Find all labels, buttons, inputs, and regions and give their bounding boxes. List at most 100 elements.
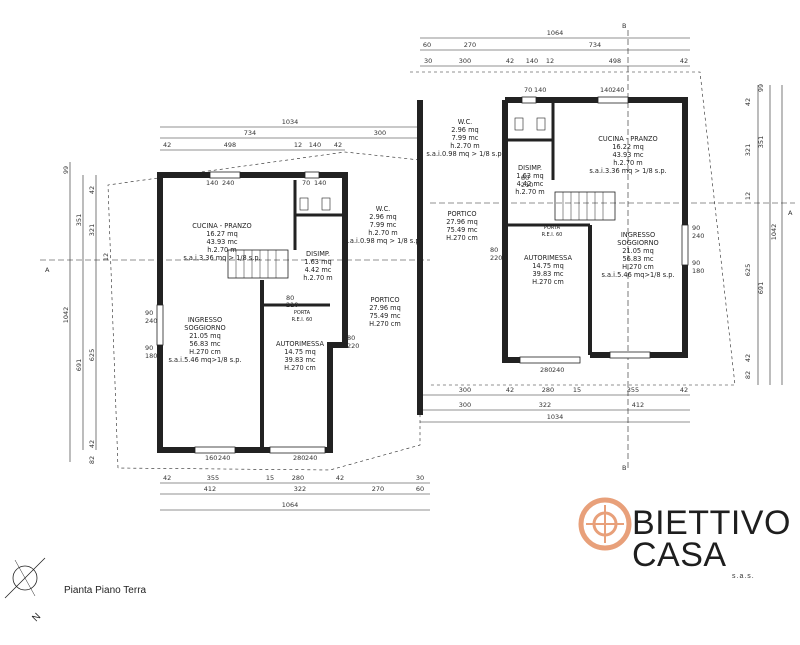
svg-text:SOGGIORNO: SOGGIORNO [617, 239, 658, 247]
svg-text:16.27 mq: 16.27 mq [206, 230, 238, 238]
svg-text:42: 42 [163, 474, 171, 482]
svg-text:14.75 mq: 14.75 mq [532, 262, 564, 270]
svg-text:42: 42 [744, 98, 752, 106]
svg-text:12: 12 [294, 141, 302, 149]
svg-text:21.05 mq: 21.05 mq [189, 332, 221, 340]
svg-text:240: 240 [305, 454, 317, 462]
svg-text:90: 90 [692, 259, 700, 267]
svg-text:h.2.70 m: h.2.70 m [207, 246, 236, 254]
logo-text-casa: CASA [632, 536, 727, 574]
svg-text:4.42 mc: 4.42 mc [517, 180, 544, 188]
svg-text:355: 355 [207, 474, 219, 482]
svg-text:140: 140 [534, 86, 546, 94]
svg-text:498: 498 [224, 141, 236, 149]
svg-text:99: 99 [757, 84, 765, 92]
plan-caption: Pianta Piano Terra [64, 585, 147, 596]
svg-text:180: 180 [145, 352, 157, 360]
svg-text:AUTORIMESSA: AUTORIMESSA [524, 254, 572, 262]
svg-text:12: 12 [102, 253, 110, 261]
svg-text:W.C.: W.C. [376, 205, 391, 213]
svg-text:280: 280 [293, 454, 305, 462]
svg-text:s.a.i.0.98 mq > 1/8 s.p.: s.a.i.0.98 mq > 1/8 s.p. [426, 150, 503, 158]
svg-text:PORTICO: PORTICO [447, 210, 476, 218]
logo-mark-icon [578, 497, 632, 551]
svg-text:80: 80 [286, 294, 294, 302]
svg-text:42: 42 [88, 186, 96, 194]
svg-text:16.22 mq: 16.22 mq [612, 143, 644, 151]
svg-text:56.83 mc: 56.83 mc [189, 340, 220, 348]
svg-text:21.05 mq: 21.05 mq [622, 247, 654, 255]
section-a-right: A [788, 209, 793, 217]
svg-text:h.2.70 m: h.2.70 m [303, 274, 332, 282]
svg-text:625: 625 [744, 264, 752, 276]
svg-text:2.96 mq: 2.96 mq [369, 213, 396, 221]
svg-text:160: 160 [205, 454, 217, 462]
svg-text:W.C.: W.C. [458, 118, 473, 126]
svg-text:4.42 mc: 4.42 mc [305, 266, 332, 274]
svg-text:70: 70 [524, 86, 532, 94]
svg-text:1042: 1042 [770, 224, 778, 241]
svg-text:270: 270 [372, 485, 384, 493]
svg-text:1064: 1064 [282, 501, 299, 509]
svg-text:R.E.I. 60: R.E.I. 60 [542, 232, 563, 238]
svg-text:240: 240 [222, 179, 234, 187]
left-plan-labels: 1034 734 300 42 498 12 140 42 99 42 321 … [45, 118, 424, 509]
svg-text:1.63 mq: 1.63 mq [516, 172, 543, 180]
svg-text:140: 140 [600, 86, 612, 94]
svg-text:300: 300 [374, 129, 386, 137]
section-a-left: A [45, 266, 50, 274]
svg-text:H.270 cm: H.270 cm [369, 320, 401, 328]
svg-text:734: 734 [589, 41, 601, 49]
svg-text:h.2.70 m: h.2.70 m [613, 159, 642, 167]
svg-text:300: 300 [459, 57, 471, 65]
svg-text:30: 30 [416, 474, 424, 482]
svg-text:DISIMP.: DISIMP. [306, 250, 330, 258]
svg-text:322: 322 [539, 401, 551, 409]
svg-text:12: 12 [546, 57, 554, 65]
svg-text:INGRESSO: INGRESSO [621, 231, 655, 239]
svg-text:H.270 cm: H.270 cm [532, 278, 564, 286]
logo: BIETTIVO CASA s.a.s. [578, 497, 790, 580]
svg-text:498: 498 [609, 57, 621, 65]
svg-text:H.270 cm: H.270 cm [284, 364, 316, 372]
svg-text:42: 42 [506, 386, 514, 394]
svg-text:240: 240 [692, 232, 704, 240]
svg-text:43.93 mc: 43.93 mc [612, 151, 643, 159]
left-room-cucina: CUCINA - PRANZO 16.27 mq 43.93 mc h.2.70… [183, 222, 260, 262]
svg-text:39.83 mc: 39.83 mc [284, 356, 315, 364]
svg-text:56.83 mc: 56.83 mc [622, 255, 653, 263]
right-room-cucina: CUCINA - PRANZO 16.22 mq 43.93 mc h.2.70… [589, 135, 666, 175]
left-room-disimp: DISIMP. 1.63 mq 4.42 mc h.2.70 m [303, 250, 332, 282]
svg-text:30: 30 [424, 57, 432, 65]
svg-text:691: 691 [757, 282, 765, 294]
svg-text:CUCINA - PRANZO: CUCINA - PRANZO [192, 222, 251, 230]
svg-text:90: 90 [145, 309, 153, 317]
svg-text:H.270 cm: H.270 cm [622, 263, 654, 271]
svg-text:42: 42 [334, 141, 342, 149]
svg-text:280: 280 [540, 366, 552, 374]
svg-text:1034: 1034 [547, 413, 564, 421]
left-dim-total: 1034 [282, 118, 299, 126]
left-room-wc: W.C. 2.96 mq 7.99 mc h.2.70 m s.a.i.0.98… [344, 205, 421, 245]
svg-text:s.a.i.0.98 mq > 1/8 s.p.: s.a.i.0.98 mq > 1/8 s.p. [344, 237, 421, 245]
svg-text:90: 90 [692, 224, 700, 232]
logo-suffix: s.a.s. [732, 573, 755, 580]
right-room-portico: PORTICO 27.96 mq 75.49 mc H.270 cm [446, 210, 478, 242]
svg-text:PORTICO: PORTICO [370, 296, 399, 304]
svg-text:h.2.70 m: h.2.70 m [450, 142, 479, 150]
right-plan [410, 30, 795, 470]
svg-text:220: 220 [490, 254, 502, 262]
svg-text:42: 42 [506, 57, 514, 65]
svg-text:H.270 cm: H.270 cm [446, 234, 478, 242]
svg-text:351: 351 [75, 214, 83, 226]
left-room-portico: PORTICO 27.96 mq 75.49 mc H.270 cm [369, 296, 401, 328]
svg-text:42: 42 [336, 474, 344, 482]
svg-text:82: 82 [744, 371, 752, 379]
right-room-wc: W.C. 2.96 mq 7.99 mc h.2.70 m s.a.i.0.98… [426, 118, 503, 158]
svg-text:14.75 mq: 14.75 mq [284, 348, 316, 356]
svg-text:412: 412 [632, 401, 644, 409]
svg-text:R.E.I. 60: R.E.I. 60 [292, 317, 313, 323]
svg-text:321: 321 [744, 144, 752, 156]
svg-text:12: 12 [744, 192, 752, 200]
svg-text:27.96 mq: 27.96 mq [369, 304, 401, 312]
